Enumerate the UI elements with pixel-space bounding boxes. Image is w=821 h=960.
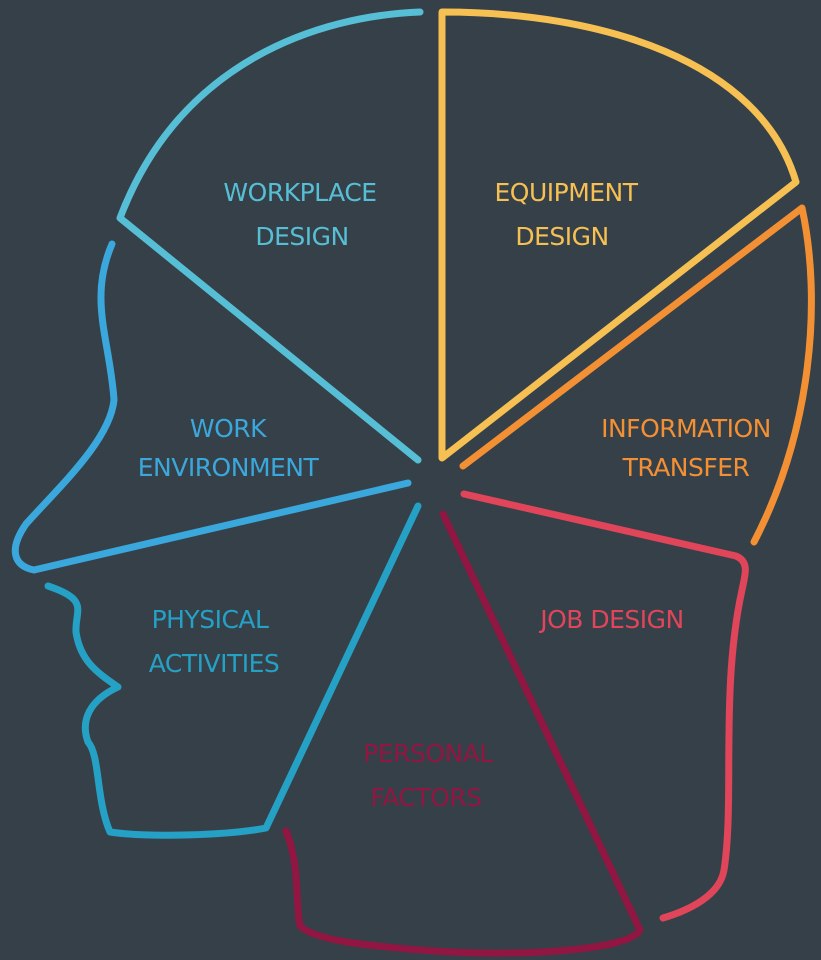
physical-activities-outline [44,502,422,839]
personal-factors-label-2: FACTORS [371,783,482,812]
equipment-design-outline [438,8,800,462]
equipment-design-label-1: EQUIPMENT [494,178,638,207]
job-design-label: JOB DESIGN [538,605,684,634]
personal-factors-label-1: PERSONAL [363,739,493,768]
equipment-design-label-2: DESIGN [515,222,608,251]
personal-factors-outline [282,510,644,957]
workplace-design-label-2: DESIGN [255,222,348,251]
physical-activities-label-1: PHYSICAL [152,605,269,634]
work-environment-label-1: WORK [190,414,267,443]
information-transfer-label-2: TRANSFER [622,453,750,482]
workplace-design-outline [116,8,424,464]
workplace-design-label-1: WORKPLACE [223,178,376,207]
job-design-outline [460,490,749,922]
information-transfer-outline [459,204,815,546]
information-transfer-label-1: INFORMATION [601,414,771,443]
work-environment-label-2: ENVIRONMENT [138,453,320,482]
physical-activities-label-2: ACTIVITIES [149,649,280,678]
work-environment-outline [11,240,412,574]
